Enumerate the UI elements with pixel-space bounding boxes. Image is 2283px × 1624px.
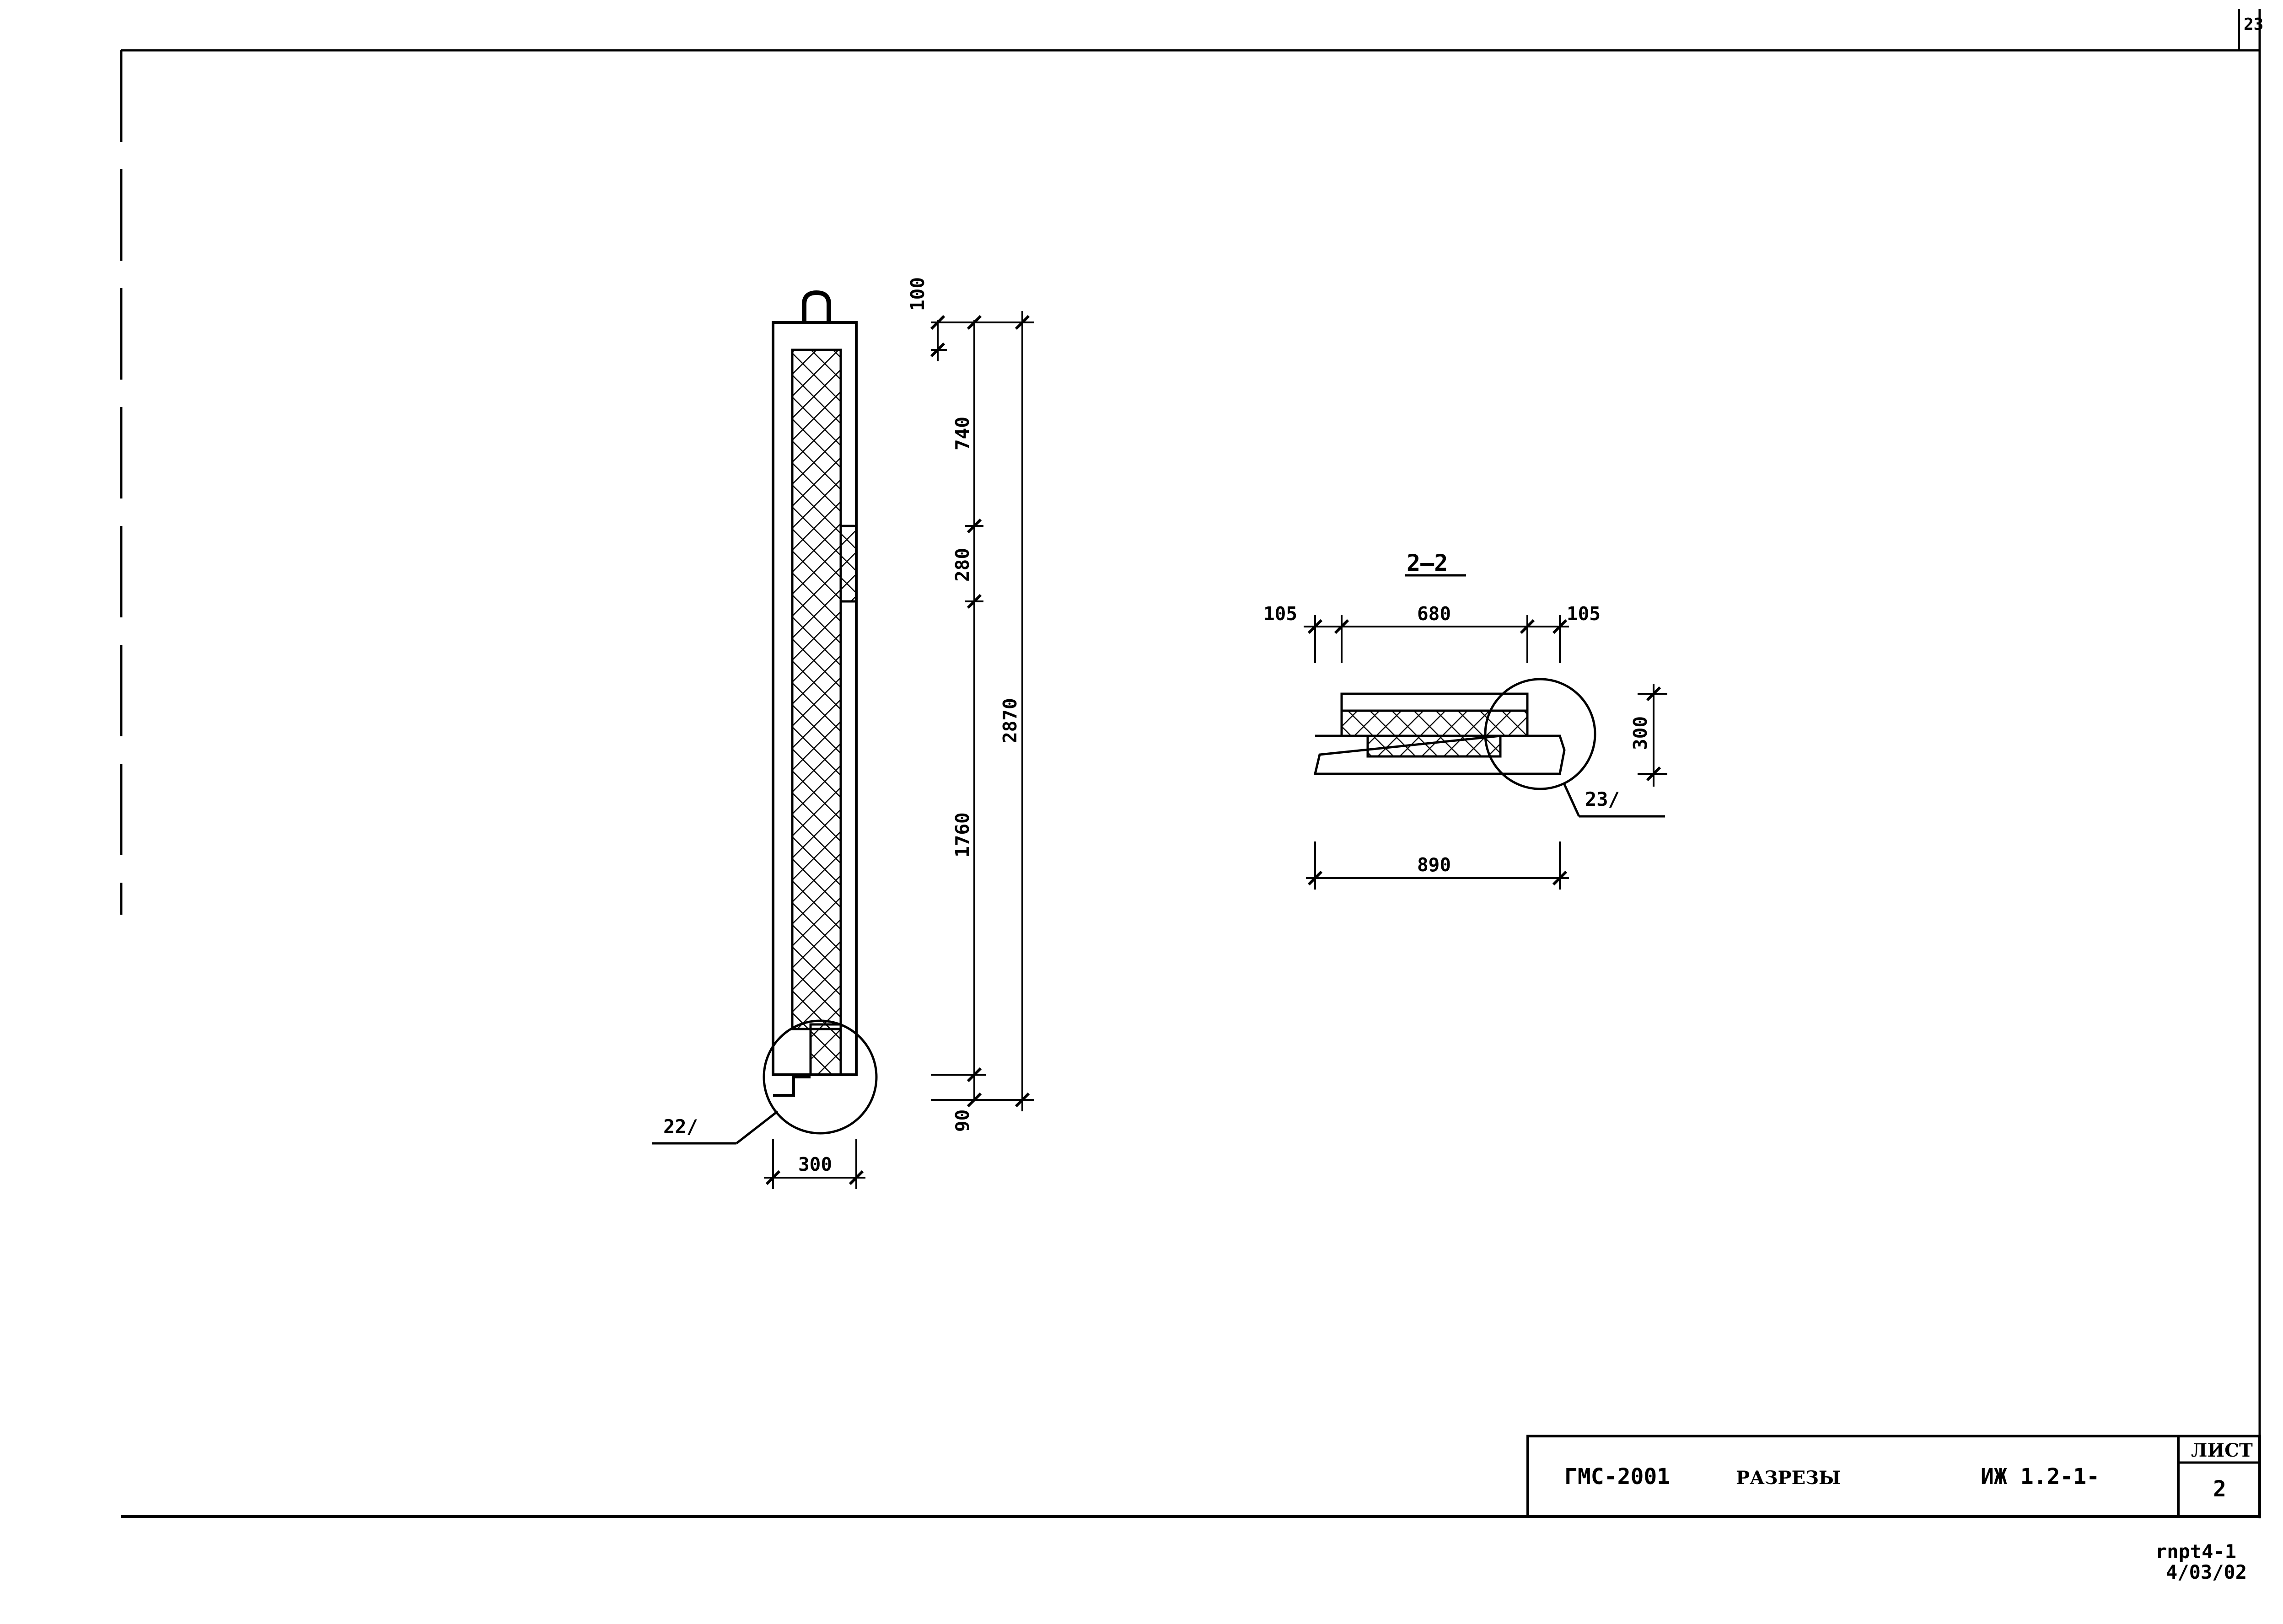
corner-mark: 23 bbox=[2244, 15, 2263, 34]
insulation-strip bbox=[791, 348, 842, 1030]
detail-circle-22 bbox=[763, 1019, 878, 1135]
dim-label-100: 100 bbox=[907, 277, 929, 311]
footer-line-2: 4/03/02 bbox=[2166, 1561, 2247, 1583]
footer-line-1: rnpt4-1 bbox=[2155, 1540, 2236, 1563]
section-bottom-layer bbox=[1313, 734, 1566, 775]
dim-label-280: 280 bbox=[951, 548, 973, 582]
title-block-sheet-label: ЛИСТ bbox=[2191, 1440, 2253, 1461]
dim-label-90: 90 bbox=[951, 1109, 973, 1132]
dim-label-width: 300 bbox=[798, 1153, 832, 1175]
dim-label-680: 680 bbox=[1417, 603, 1451, 625]
insulation-bottom bbox=[809, 1023, 842, 1076]
lifting-loop bbox=[802, 290, 831, 322]
section-dim-total bbox=[1306, 841, 1569, 890]
dim-label-890: 890 bbox=[1417, 854, 1451, 876]
dim-label-1760: 1760 bbox=[951, 812, 973, 858]
section-dim-height bbox=[1638, 684, 1667, 787]
callout-leader-23 bbox=[1563, 783, 1580, 817]
detail-circle-23 bbox=[1484, 678, 1596, 790]
dim-label-105-right: 105 bbox=[1567, 603, 1601, 625]
sheet-frame bbox=[120, 9, 2261, 1518]
title-block-sheet-title: РАЗРЕЗЫ bbox=[1736, 1467, 1841, 1489]
title-block-code: ГМС-2001 bbox=[1564, 1464, 1670, 1490]
dim-chain-vertical bbox=[930, 311, 1034, 1111]
dim-width-300 bbox=[764, 1139, 865, 1189]
panel-notch bbox=[773, 1076, 811, 1097]
title-block-doc-number: ИЖ 1.2-1- bbox=[1981, 1464, 2100, 1490]
section-dims-top bbox=[1304, 615, 1569, 663]
insulation-protrusion bbox=[839, 525, 858, 603]
title-block bbox=[1526, 1435, 2261, 1518]
section-title: 2–2 bbox=[1407, 550, 1448, 576]
callout-23: 23/ bbox=[1585, 788, 1620, 810]
section-2-2: 2–2 23/ 105 680 105 bbox=[1263, 550, 1667, 890]
title-block-sheet-number: 2 bbox=[2213, 1476, 2226, 1502]
callout-22: 22/ bbox=[663, 1115, 698, 1138]
dim-label-2870: 2870 bbox=[999, 698, 1021, 743]
dim-label-300-section: 300 bbox=[1629, 716, 1651, 750]
dim-label-105-left: 105 bbox=[1263, 603, 1297, 625]
section-insulation bbox=[1340, 709, 1529, 737]
panel-elevation: 22/ 300 bbox=[652, 277, 1034, 1189]
dim-label-740: 740 bbox=[951, 417, 973, 450]
